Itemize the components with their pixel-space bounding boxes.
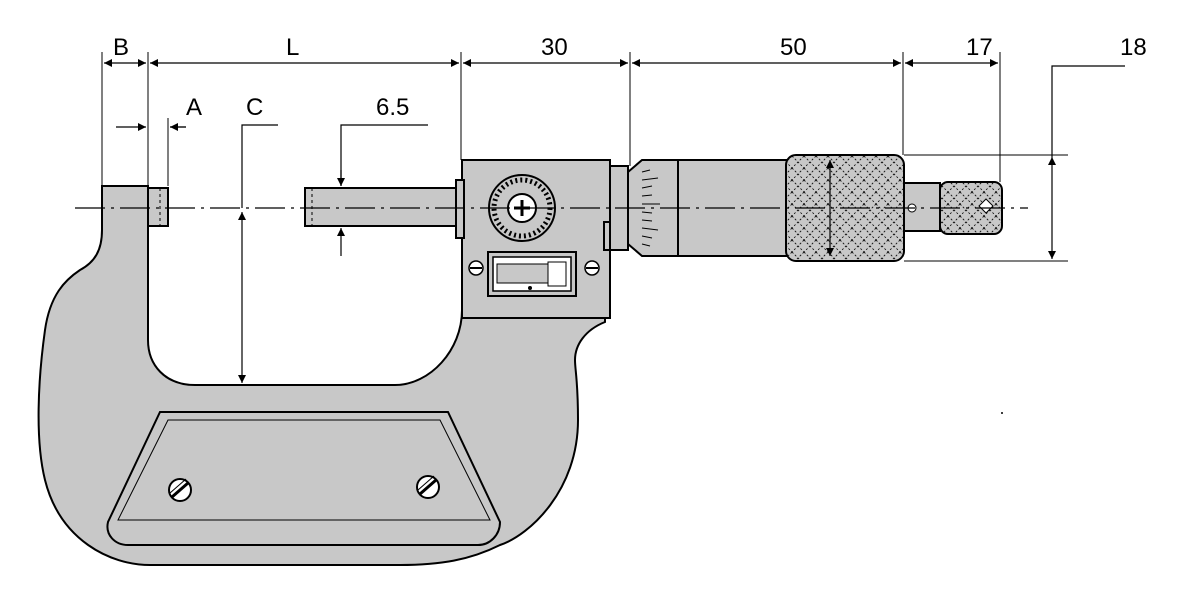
housing-step <box>455 179 465 239</box>
lcd-display <box>487 251 577 297</box>
dim-c-leader <box>241 124 278 208</box>
label-b: B <box>113 34 129 61</box>
label-50: 50 <box>780 34 807 61</box>
label-l: L <box>286 34 299 61</box>
label-30: 30 <box>541 34 568 61</box>
screw-display-right-icon <box>584 260 600 276</box>
screw-right-icon <box>416 475 440 499</box>
thimble-scale <box>641 169 660 247</box>
dim-18-leader <box>1051 65 1125 157</box>
screw-left-icon <box>168 478 192 502</box>
label-18: 18 <box>1120 34 1147 61</box>
label-a: A <box>186 94 202 121</box>
screw-display-left-icon <box>468 260 484 276</box>
label-6-5: 6.5 <box>376 94 409 121</box>
dim-6-5-leader <box>340 124 428 186</box>
name-plate-inner <box>117 419 491 521</box>
name-plate <box>106 411 502 546</box>
spindle <box>304 187 466 227</box>
label-c: C <box>246 94 263 121</box>
label-17: 17 <box>966 34 993 61</box>
anvil <box>147 187 169 227</box>
